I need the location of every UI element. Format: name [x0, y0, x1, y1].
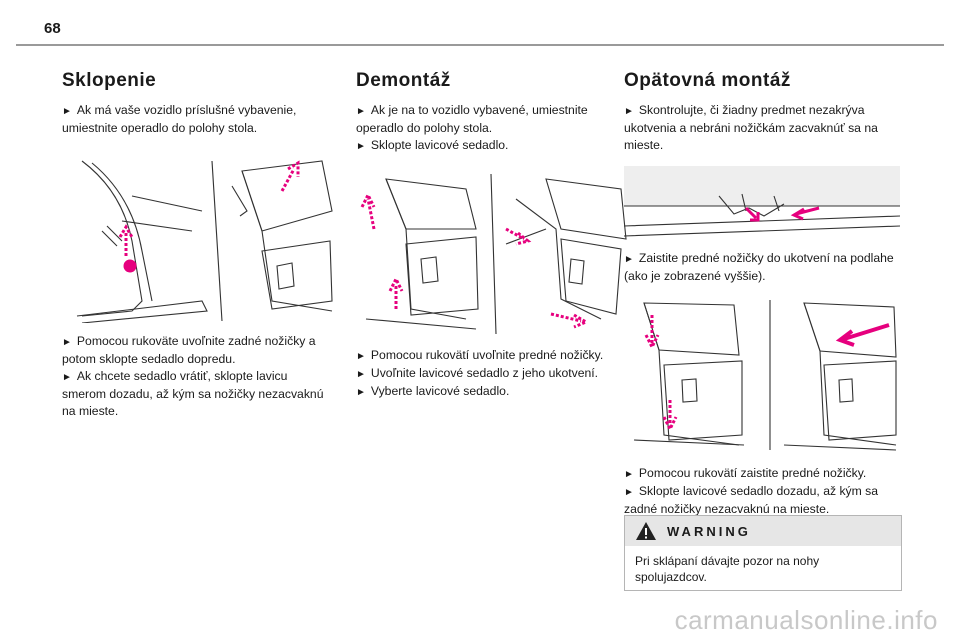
triangle-right-icon: ► [624, 254, 634, 265]
illustration-remove [356, 169, 628, 337]
triangle-right-icon: ► [624, 469, 634, 480]
triangle-right-icon: ► [624, 487, 634, 498]
step-text: ►Pomocou rukovätí uvoľnite predné nožičk… [356, 348, 604, 362]
section-title: Demontáž [356, 70, 451, 91]
step-text: ►Vyberte lavicové sedadlo. [356, 384, 510, 398]
section-title: Opätovná montáž [624, 70, 791, 91]
section-opatovna-montaz: Opätovná montáž ►Skontrolujte, či žiadny… [624, 70, 900, 518]
triangle-right-icon: ► [62, 372, 72, 383]
page-number: 68 [44, 20, 61, 37]
step-text: ►Pomocou rukovätí zaistite predné nožičk… [624, 466, 867, 480]
triangle-right-icon: ► [62, 337, 72, 348]
triangle-right-icon: ► [356, 369, 366, 380]
step-text: ►Ak má vaše vozidlo príslušné vybavenie,… [62, 103, 297, 135]
step-text: ►Pomocou rukoväte uvoľnite zadné nožičky… [62, 334, 316, 366]
anchor-detail-illustration [624, 166, 900, 237]
triangle-right-icon: ► [624, 106, 634, 117]
step-text: ►Ak chcete sedadlo vrátiť, sklopte lavic… [62, 369, 324, 418]
warning-header: WARNING [625, 516, 901, 546]
triangle-right-icon: ► [356, 387, 366, 398]
step-text: ►Uvoľnite lavicové sedadlo z jeho ukotve… [356, 366, 599, 380]
triangle-right-icon: ► [356, 141, 366, 152]
step-text: ►Zaistite predné nožičky do ukotvení na … [624, 251, 894, 283]
step-text: ►Sklopte lavicové sedadlo dozadu, až kým… [624, 484, 879, 516]
seat-lock-illustration [633, 300, 897, 451]
section-sklopenie: Sklopenie ►Ak má vaše vozidlo príslušné … [62, 70, 334, 420]
section-demontaz: Demontáž ►Ak je na to vozidlo vybavené, … [356, 70, 628, 401]
step-text: ►Skontrolujte, či žiadny predmet nezakrý… [624, 103, 878, 152]
triangle-right-icon: ► [356, 351, 366, 362]
section-title: Sklopenie [62, 70, 157, 91]
top-rule [16, 44, 944, 46]
warning-triangle-icon [636, 522, 656, 540]
warning-text: Pri sklápaní dávajte pozor na nohy spolu… [635, 554, 820, 584]
warning-title: WARNING [667, 523, 751, 539]
illustration-fold [62, 151, 334, 323]
seat-fold-illustration [76, 160, 333, 323]
seat-remove-illustration [360, 173, 627, 335]
step-text: ►Sklopte lavicové sedadlo. [356, 138, 509, 152]
watermark: carmanualsonline.info [674, 605, 938, 635]
illustration-anchor [624, 166, 900, 242]
illustration-lock [624, 295, 897, 455]
triangle-right-icon: ► [62, 106, 72, 117]
step-text: ►Ak je na to vozidlo vybavené, umiestnit… [356, 103, 588, 135]
warning-box: WARNING Pri sklápaní dávajte pozor na no… [624, 515, 902, 591]
triangle-right-icon: ► [356, 106, 366, 117]
